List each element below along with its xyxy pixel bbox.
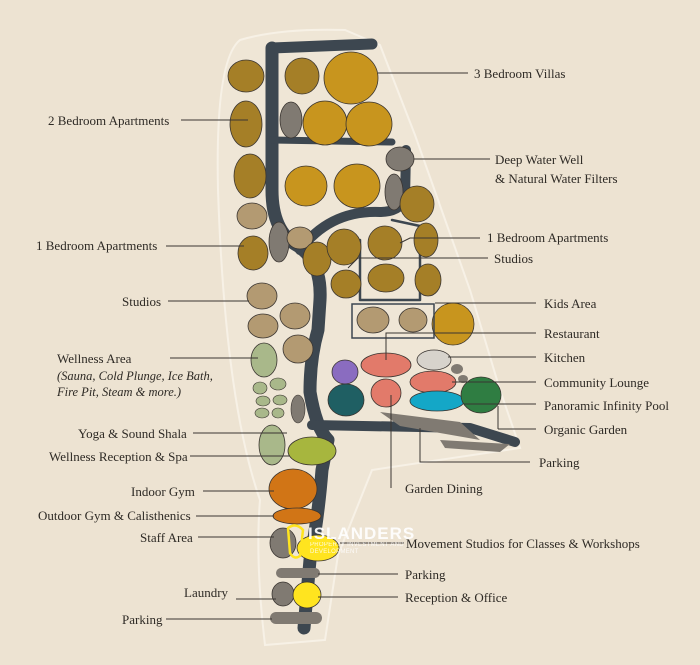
- movement-studio-plot: [296, 534, 340, 562]
- label-studios-left: Studios: [122, 294, 162, 309]
- label-movement-studios: Movement Studios for Classes & Workshops: [406, 536, 640, 551]
- logo-tagline: PROPERTY INVESTMENT AND DEVELOPMENT: [310, 542, 404, 555]
- kids-area-outline: [351, 303, 435, 339]
- label-laundry: Laundry: [184, 585, 229, 600]
- islanders-logo: [286, 524, 305, 559]
- purple-plot: [331, 359, 359, 385]
- label-outdoor-gym: Outdoor Gym & Calisthenics: [38, 508, 191, 523]
- label-studios-right: Studios: [494, 251, 534, 266]
- label-wellness-area: Wellness Area: [57, 351, 132, 366]
- parking-plot: [276, 568, 320, 578]
- studio-plot: [414, 263, 442, 297]
- label-organic-garden: Organic Garden: [544, 422, 628, 437]
- villa-plot: [233, 153, 267, 199]
- indoor-gym-plot: [268, 468, 318, 510]
- kids-area-plot: [431, 302, 475, 346]
- label-parking-left: Parking: [122, 612, 163, 627]
- kitchen-plot: [416, 349, 452, 371]
- apartment-plot: [367, 225, 403, 261]
- label-yoga-sound-shala: Yoga & Sound Shala: [78, 426, 187, 441]
- label-parking-right-2: Parking: [405, 567, 446, 582]
- label-kids-area: Kids Area: [544, 296, 597, 311]
- studio-plot: [356, 306, 390, 334]
- wellness-plot: [271, 407, 285, 419]
- villa-plot: [399, 185, 435, 223]
- wellness-plot: [272, 394, 288, 406]
- wellness-plot: [250, 342, 278, 378]
- infinity-pool-plot: [409, 390, 465, 412]
- wellness-plot: [252, 381, 268, 395]
- label-wellness-details-2: Fire Pit, Steam & more.): [57, 385, 182, 399]
- label-community-lounge: Community Lounge: [544, 375, 650, 390]
- label-1-bedroom-apartments-right: 1 Bedroom Apartments: [487, 230, 609, 245]
- studio-plot: [246, 282, 278, 310]
- label-3-bedroom-villas: 3 Bedroom Villas: [474, 66, 566, 81]
- apartment-plot: [268, 221, 290, 263]
- villa-plot: [284, 57, 320, 95]
- label-reception-office: Reception & Office: [405, 590, 508, 605]
- studio-plot: [398, 307, 428, 333]
- lower-road: [307, 420, 520, 447]
- label-1-bedroom-apartments-left: 1 Bedroom Apartments: [36, 238, 158, 253]
- label-2-bedroom-apartments: 2 Bedroom Apartments: [48, 113, 170, 128]
- label-deep-water-well: Deep Water Well: [495, 152, 584, 167]
- staff-area-plot: [269, 527, 297, 559]
- laundry-plot: [271, 581, 295, 607]
- wellness-plot: [269, 377, 287, 391]
- label-staff-area: Staff Area: [140, 530, 193, 545]
- reception-office-plot: [292, 581, 322, 609]
- logo-mark-icon: [286, 524, 305, 559]
- villa-plot: [229, 100, 263, 148]
- well-plot: [385, 146, 415, 172]
- yoga-shala-plot: [258, 424, 286, 466]
- top-road: [266, 38, 378, 54]
- community-lounge-plot: [409, 370, 457, 394]
- studio-plot: [247, 313, 279, 339]
- apartment-plot: [236, 202, 268, 230]
- villa-plot: [384, 173, 404, 211]
- studio-plot: [330, 269, 362, 299]
- leader-lines: [166, 72, 536, 620]
- yoga-shala-plot: [290, 394, 306, 424]
- villa-plot: [284, 165, 328, 207]
- villa-plot: [345, 101, 393, 147]
- small-plot: [458, 375, 468, 383]
- studio-plot: [279, 302, 311, 330]
- small-plot: [451, 364, 463, 374]
- label-parking-right-1: Parking: [539, 455, 580, 470]
- outdoor-gym-plot: [272, 507, 322, 525]
- apartment-plot: [413, 222, 439, 258]
- villa-plot: [302, 100, 348, 146]
- villa-plot: [279, 101, 303, 139]
- wellness-plot: [254, 407, 270, 419]
- label-infinity-pool: Panoramic Infinity Pool: [544, 398, 669, 413]
- wellness-reception-plot: [287, 436, 337, 466]
- label-natural-water-filters: & Natural Water Filters: [495, 171, 618, 186]
- garden-dining-plot: [370, 378, 402, 408]
- logo-wordmark: ISLANDERS: [308, 524, 416, 543]
- studio-plot: [282, 334, 314, 364]
- label-garden-dining: Garden Dining: [405, 481, 483, 496]
- parking-strip: [440, 440, 510, 452]
- apartment-plot: [326, 228, 362, 266]
- label-restaurant: Restaurant: [544, 326, 600, 341]
- studio-plot: [367, 263, 405, 293]
- villa-plot: [227, 59, 265, 93]
- apartment-plot: [286, 226, 314, 250]
- teal-plot: [327, 383, 365, 417]
- parking-plot: [270, 612, 322, 624]
- label-kitchen: Kitchen: [544, 350, 586, 365]
- label-wellness-details-1: (Sauna, Cold Plunge, Ice Bath,: [57, 369, 213, 383]
- villa-plot: [333, 163, 381, 209]
- apartment-plot: [237, 235, 269, 271]
- wellness-plot: [255, 395, 271, 407]
- label-wellness-reception: Wellness Reception & Spa: [49, 449, 188, 464]
- villa-plot: [323, 51, 379, 105]
- parking-strip: [380, 412, 480, 440]
- label-indoor-gym: Indoor Gym: [131, 484, 195, 499]
